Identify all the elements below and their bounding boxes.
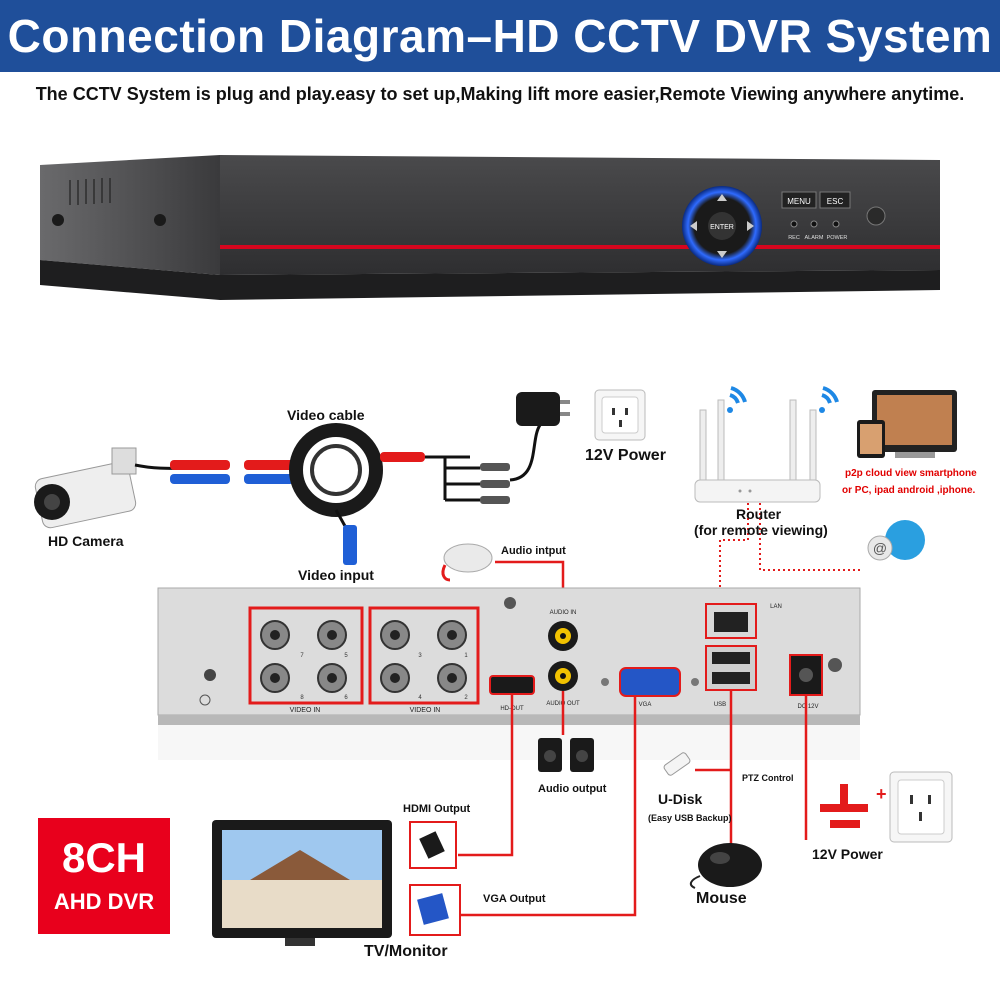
port-number: 5 bbox=[344, 653, 348, 659]
router-sub-label: (for remote viewing) bbox=[694, 522, 828, 538]
udisk-sub-label: (Easy USB Backup) bbox=[648, 813, 732, 823]
svg-text:ALARM: ALARM bbox=[805, 235, 824, 241]
udisk-label: U-Disk bbox=[658, 791, 703, 807]
power-adapter-icon bbox=[516, 392, 570, 426]
audio-output-label: Audio output bbox=[538, 783, 607, 795]
microphone-icon bbox=[441, 543, 493, 582]
video-in-label: VIDEO IN bbox=[410, 707, 441, 714]
svg-text:MENU: MENU bbox=[787, 197, 811, 206]
audio-out-port bbox=[548, 661, 578, 691]
svg-text:LAN: LAN bbox=[770, 604, 782, 610]
svg-text:+: + bbox=[876, 784, 887, 804]
hdmi-port bbox=[489, 675, 535, 695]
speaker-icon bbox=[538, 738, 594, 772]
page-subtitle: The CCTV System is plug and play.easy to… bbox=[35, 84, 965, 104]
vga-output-label: VGA Output bbox=[483, 893, 546, 905]
wall-outlet-bottom-icon bbox=[889, 771, 953, 843]
bnc-connector-icon bbox=[343, 525, 357, 565]
p2p-line2: or PC, ipad android ,iphone. bbox=[842, 485, 976, 496]
tv-monitor-label: TV/Monitor bbox=[364, 943, 448, 960]
audio-in-port bbox=[548, 621, 578, 651]
port-number: 8 bbox=[300, 695, 304, 701]
svg-text:VGA: VGA bbox=[639, 702, 652, 708]
tv-monitor-icon bbox=[212, 820, 392, 946]
wiring-diagram: @ 7 5 3 1 8 6 4 bbox=[34, 386, 957, 946]
video-in-group-left bbox=[248, 606, 364, 705]
hd-camera-label: HD Camera bbox=[48, 533, 124, 549]
video-cable-coil-icon bbox=[289, 423, 383, 517]
menu-button bbox=[781, 191, 817, 209]
svg-text:@: @ bbox=[873, 540, 887, 556]
port-number: 7 bbox=[300, 653, 304, 659]
enter-label: ENTER bbox=[710, 224, 734, 231]
rca-plug-icon bbox=[170, 460, 230, 470]
dc-plus-minus-icon: + bbox=[820, 784, 887, 828]
power-label-bottom: 12V Power bbox=[812, 846, 883, 862]
video-cable-label: Video cable bbox=[287, 407, 365, 423]
internet-globe-icon: @ bbox=[867, 520, 925, 561]
port-number: 3 bbox=[418, 653, 422, 659]
esc-button bbox=[819, 191, 851, 209]
dvr-front-panel: ENTER MENU ESC REC ALARM POWER bbox=[40, 155, 940, 300]
video-in-group-right bbox=[368, 606, 480, 705]
usb-stick-icon bbox=[663, 752, 691, 776]
p2p-line1: p2p cloud view smartphone bbox=[845, 468, 977, 479]
page-title: Connection Diagram–HD CCTV DVR System bbox=[7, 10, 993, 62]
mouse-label: Mouse bbox=[696, 890, 747, 907]
port-number: 4 bbox=[418, 695, 422, 701]
svg-text:REC: REC bbox=[788, 235, 800, 241]
power-label-top: 12V Power bbox=[585, 447, 666, 464]
bnc-ports bbox=[260, 620, 467, 693]
ptz-control-label: PTZ Control bbox=[742, 773, 794, 783]
video-in-label: VIDEO IN bbox=[290, 707, 321, 714]
hdmi-output-label: HDMI Output bbox=[403, 803, 471, 815]
title-banner: Connection Diagram–HD CCTV DVR System bbox=[0, 0, 1000, 72]
mouse-icon bbox=[689, 843, 762, 889]
port-number: 2 bbox=[464, 695, 468, 701]
channel-badge: 8CH AHD DVR bbox=[38, 818, 170, 934]
svg-text:POWER: POWER bbox=[827, 235, 848, 241]
badge-subtitle: AHD DVR bbox=[53, 889, 155, 914]
port-number: 1 bbox=[464, 653, 468, 659]
svg-text:AUDIO IN: AUDIO IN bbox=[550, 610, 577, 616]
router-icon bbox=[694, 399, 821, 503]
wall-outlet-icon bbox=[594, 389, 646, 441]
video-input-label: Video input bbox=[298, 567, 374, 583]
svg-text:USB: USB bbox=[714, 702, 726, 708]
router-label: Router bbox=[736, 506, 782, 522]
badge-title: 8CH bbox=[61, 834, 147, 881]
ir-sensor bbox=[866, 206, 886, 226]
vga-port bbox=[619, 667, 681, 697]
devices-icon bbox=[857, 390, 957, 458]
wifi-icon bbox=[727, 386, 839, 413]
hd-camera-icon bbox=[34, 447, 137, 529]
svg-text:ESC: ESC bbox=[827, 197, 844, 206]
svg-text:DC 12V: DC 12V bbox=[797, 704, 818, 710]
audio-input-label: Audio intput bbox=[501, 545, 566, 557]
port-number: 6 bbox=[344, 695, 348, 701]
bnc-plug-icon bbox=[170, 474, 230, 484]
